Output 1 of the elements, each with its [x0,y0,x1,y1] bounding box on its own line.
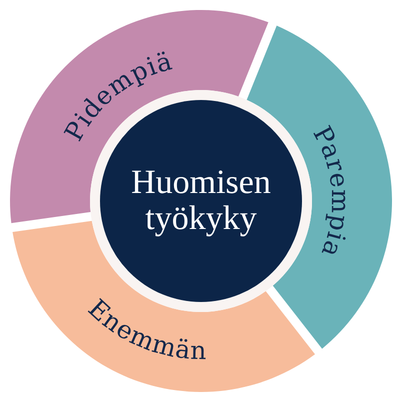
center-label: Huomisen työkyky [130,165,272,237]
